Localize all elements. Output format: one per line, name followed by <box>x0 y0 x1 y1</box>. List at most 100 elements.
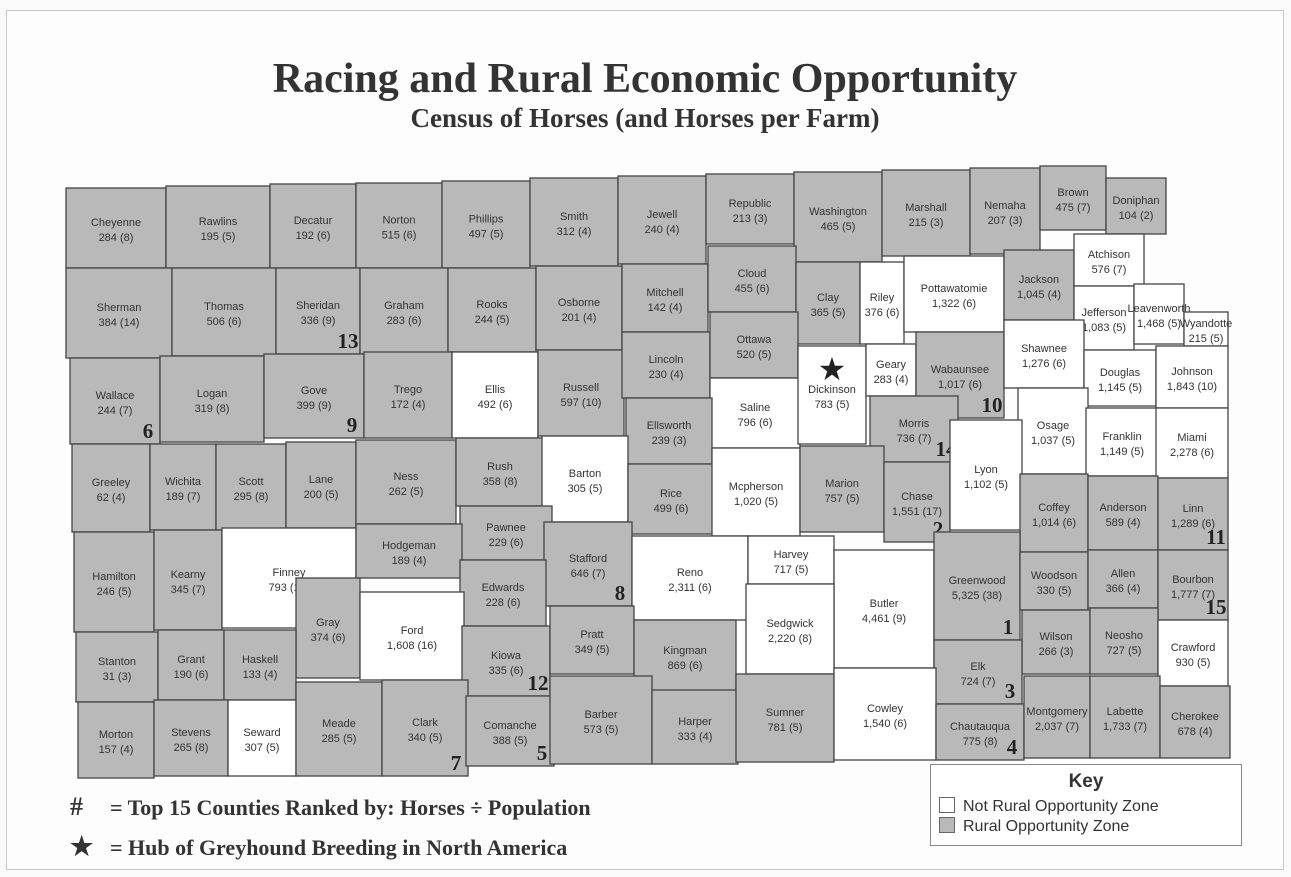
county-name-marshall: Marshall <box>905 202 947 214</box>
county-name-bourbon: Bourbon <box>1172 574 1214 586</box>
county-value-douglas: 1,145 (5) <box>1098 382 1142 394</box>
county-value-ottawa: 520 (5) <box>737 349 772 361</box>
county-value-rawlins: 195 (5) <box>201 231 236 243</box>
county-name-cheyenne: Cheyenne <box>91 217 141 229</box>
county-name-jefferson: Jefferson <box>1081 307 1126 319</box>
county-value-marshall: 215 (3) <box>909 217 944 229</box>
county-name-cloud: Cloud <box>738 268 767 280</box>
county-value-greenwood: 5,325 (38) <box>952 590 1002 602</box>
county-name-ottawa: Ottawa <box>737 334 773 346</box>
county-shape-meade <box>295 681 383 777</box>
county-shape-stevens <box>153 699 229 777</box>
county-value-comanche: 388 (5) <box>493 735 528 747</box>
county-shape-seward <box>227 699 297 777</box>
county-value-phillips: 497 (5) <box>469 229 504 241</box>
county-riley: Riley 376 (6) <box>859 261 905 345</box>
county-value-jefferson: 1,083 (5) <box>1082 322 1126 334</box>
county-name-johnson: Johnson <box>1171 366 1213 378</box>
county-shape-gove <box>263 353 365 439</box>
county-name-pratt: Pratt <box>580 629 603 641</box>
county-name-phillips: Phillips <box>469 214 504 226</box>
county-value-brown: 475 (7) <box>1056 202 1091 214</box>
county-name-haskell: Haskell <box>242 654 278 666</box>
county-name-morton: Morton <box>99 729 133 741</box>
county-name-dickinson: Dickinson <box>808 384 856 396</box>
county-shape-smith <box>529 177 619 267</box>
county-value-elk: 724 (7) <box>961 676 996 688</box>
county-name-jackson: Jackson <box>1019 274 1059 286</box>
county-shape-marshall <box>881 169 971 257</box>
county-value-franklin: 1,149 (5) <box>1100 446 1144 458</box>
county-name-ford: Ford <box>401 625 424 637</box>
county-value-greeley: 62 (4) <box>97 492 126 504</box>
county-name-russell: Russell <box>563 382 599 394</box>
county-rank-kiowa: 12 <box>528 671 549 695</box>
county-name-edwards: Edwards <box>482 582 525 594</box>
county-value-wabaunsee: 1,017 (6) <box>938 379 982 391</box>
county-name-riley: Riley <box>870 292 895 304</box>
county-name-pottawatomie: Pottawatomie <box>921 283 988 295</box>
county-value-gray: 374 (6) <box>311 632 346 644</box>
county-value-sheridan: 336 (9) <box>301 315 336 327</box>
county-value-wilson: 266 (3) <box>1039 646 1074 658</box>
county-name-hodgeman: Hodgeman <box>382 540 436 552</box>
county-value-edwards: 228 (6) <box>486 597 521 609</box>
county-shape-trego <box>363 351 453 439</box>
county-shape-greeley <box>71 443 151 533</box>
county-value-harper: 333 (4) <box>678 731 713 743</box>
county-value-wichita: 189 (7) <box>166 491 201 503</box>
county-value-stafford: 646 (7) <box>571 568 606 580</box>
county-name-jewell: Jewell <box>647 209 678 221</box>
county-value-pawnee: 229 (6) <box>489 537 524 549</box>
county-value-cheyenne: 284 (8) <box>99 232 134 244</box>
county-value-coffey: 1,014 (6) <box>1032 517 1076 529</box>
county-name-gove: Gove <box>301 385 327 397</box>
county-name-lane: Lane <box>309 474 333 486</box>
county-name-rush: Rush <box>487 461 513 473</box>
county-shape-washington <box>793 171 883 263</box>
county-value-ellsworth: 239 (3) <box>652 435 687 447</box>
county-name-scott: Scott <box>238 476 263 488</box>
county-name-kearny: Kearny <box>171 569 206 581</box>
county-value-grant: 190 (6) <box>174 669 209 681</box>
county-shape-clay <box>795 261 861 345</box>
greyhound-hub-star-icon: ★ <box>818 351 847 387</box>
county-name-franklin: Franklin <box>1102 431 1141 443</box>
county-shape-riley <box>859 261 905 345</box>
county-shape-jewell <box>617 175 707 265</box>
county-value-riley: 376 (6) <box>865 307 900 319</box>
county-value-geary: 283 (4) <box>874 374 909 386</box>
county-name-crawford: Crawford <box>1171 642 1216 654</box>
county-shape-harper <box>651 689 739 765</box>
county-rank-wabaunsee: 10 <box>982 393 1003 417</box>
legend-rank: #= Top 15 Counties Ranked by: Horses ÷ P… <box>70 792 591 822</box>
county-name-seward: Seward <box>243 727 280 739</box>
county-value-logan: 319 (8) <box>195 403 230 415</box>
county-name-rawlins: Rawlins <box>199 216 238 228</box>
